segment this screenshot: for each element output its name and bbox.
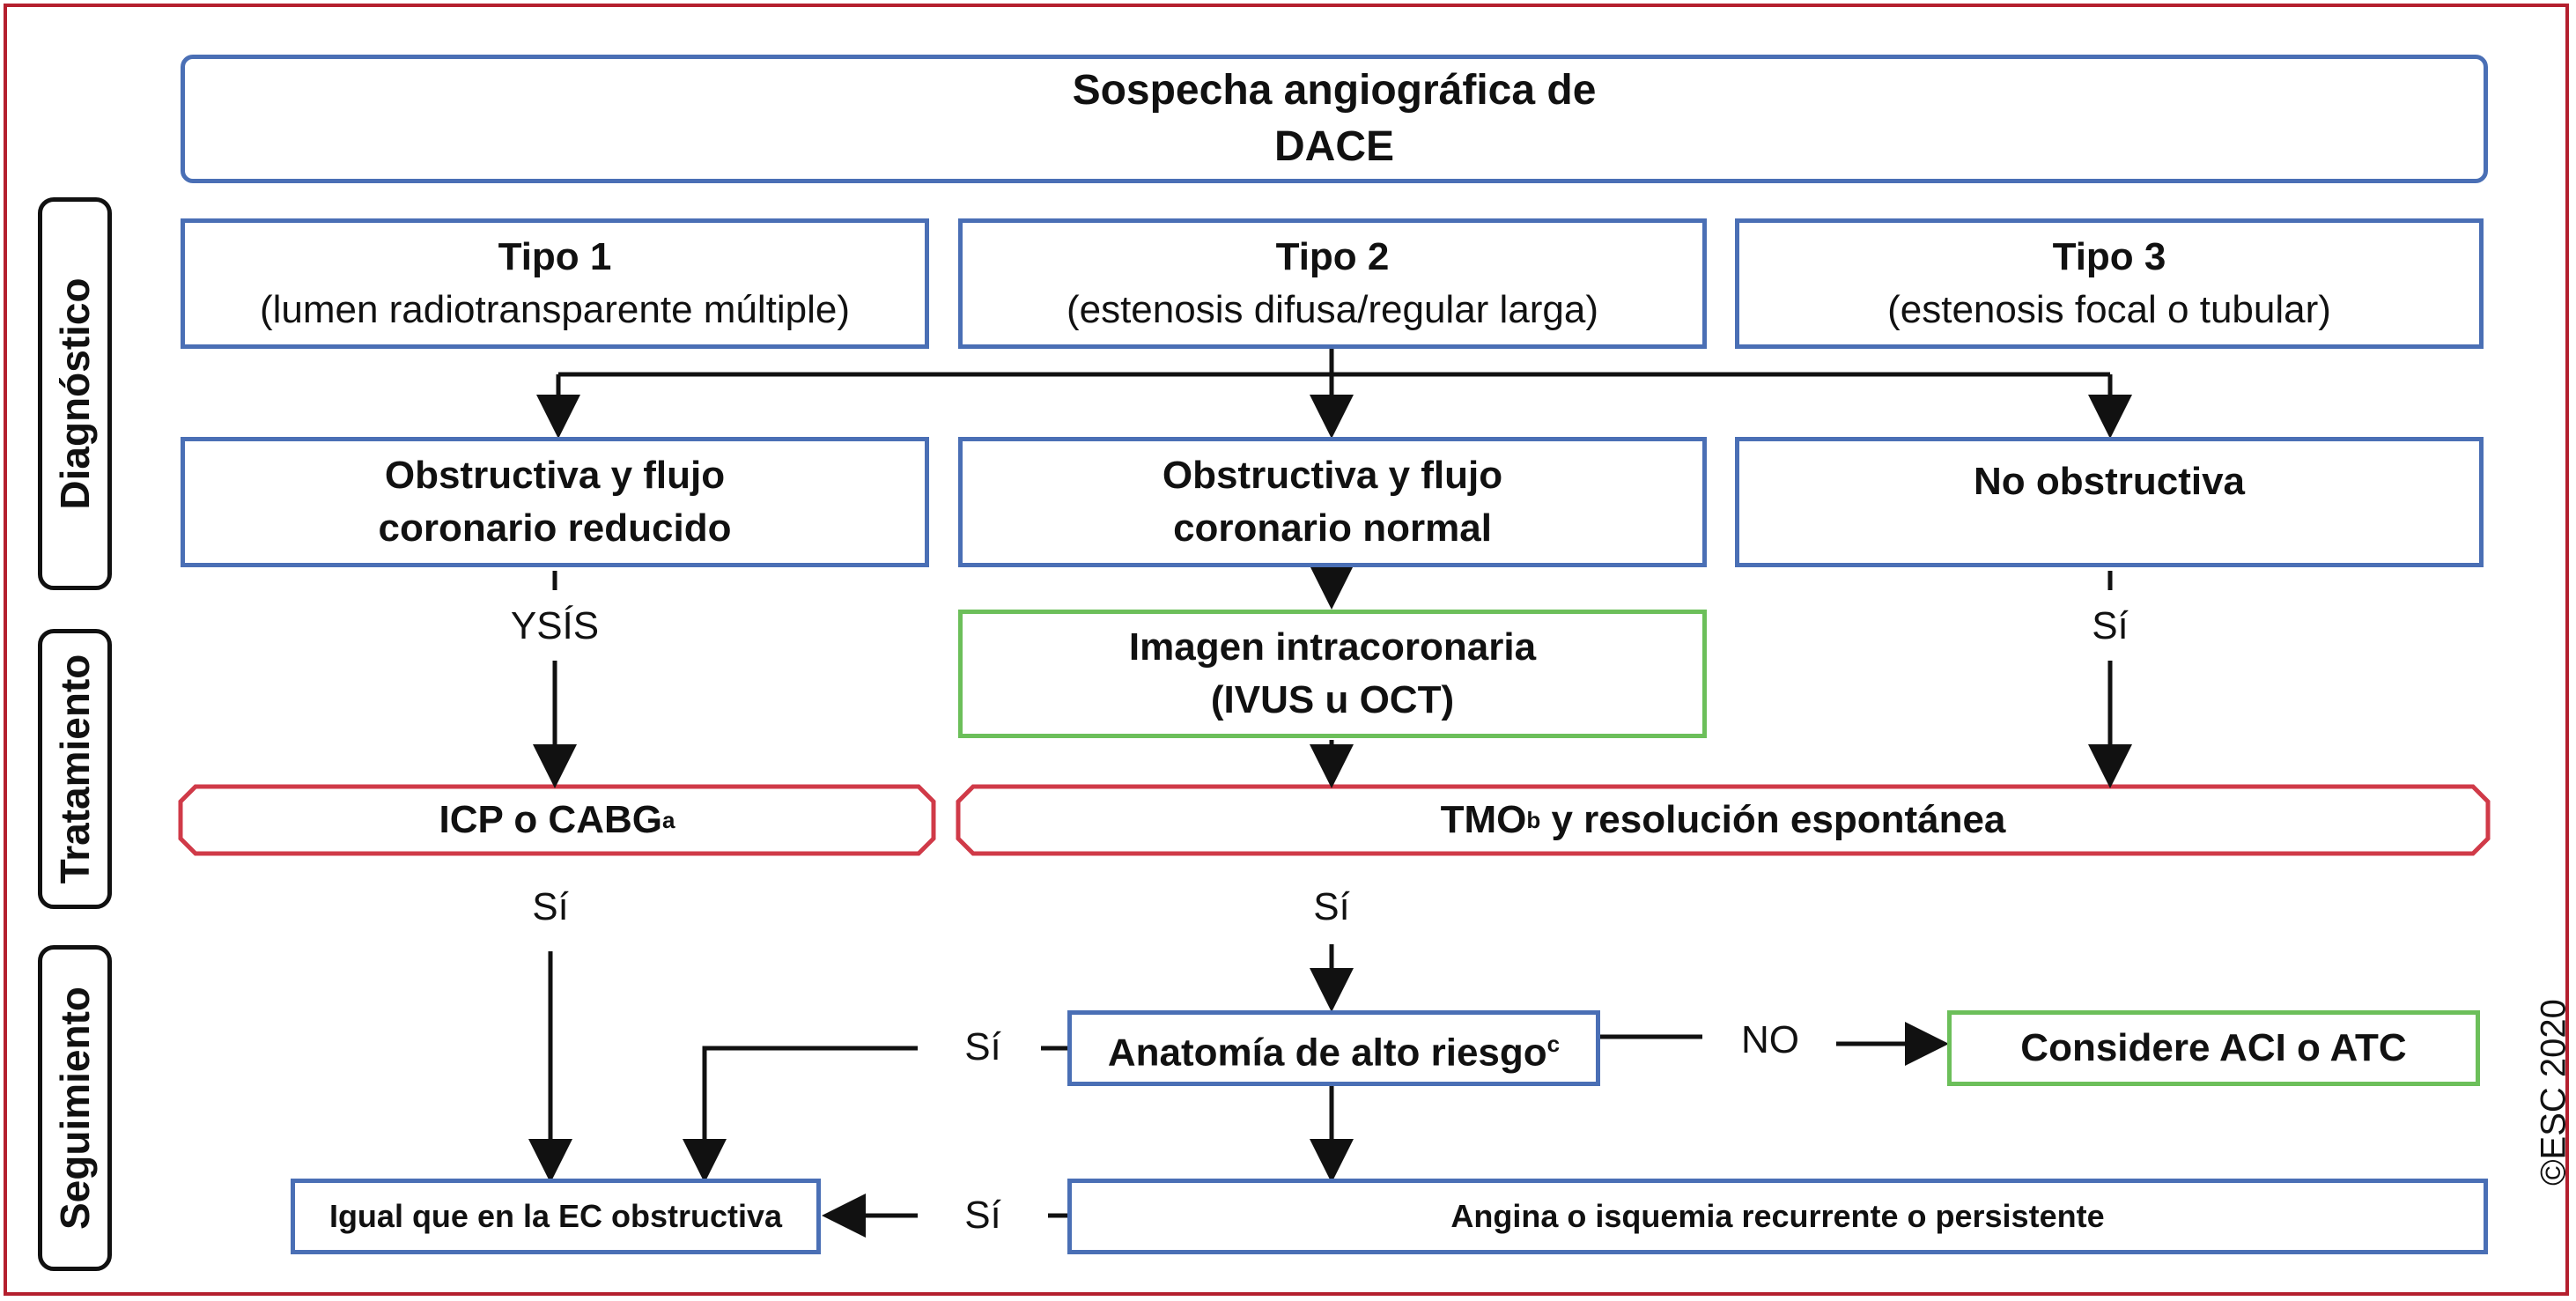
angina-box: Angina o isquemia recurrente o persisten… [1067, 1179, 2488, 1254]
title-line1: Sospecha angiográfica de [1072, 67, 1597, 114]
yes-label-omt: Sí [1313, 885, 1350, 928]
non-obstructive-box: No obstructiva [1735, 437, 2484, 567]
flow-normal-line2: coronario normal [1173, 506, 1492, 550]
omt-label: TMO [1440, 798, 1527, 841]
omt-box-shape [956, 784, 2491, 856]
imaging-line2: (IVUS u OCT) [1210, 678, 1455, 721]
outer-frame [4, 4, 2569, 1296]
type3-box: Tipo 3 (estenosis focal o tubular) [1735, 218, 2484, 349]
imaging-box: Imagen intracoronaria (IVUS u OCT) [958, 610, 1707, 738]
flow-reduced-line2: coronario reducido [378, 506, 732, 550]
non-obstructive-label: No obstructiva [1973, 460, 2246, 503]
flow-normal-box: Obstructiva y flujo coronario normal [958, 437, 1707, 567]
type2-box: Tipo 2 (estenosis difusa/regular larga) [958, 218, 1707, 349]
high-risk-box: Anatomía de alto riesgoc [1067, 1010, 1600, 1086]
type3-desc: (estenosis focal o tubular) [1887, 288, 2331, 331]
flow-normal-line1: Obstructiva y flujo [1162, 454, 1503, 497]
phase-treatment-label: Tratamiento [52, 654, 98, 884]
type3-name: Tipo 3 [2052, 235, 2166, 278]
consider-label: Considere ACI o ATC [2020, 1026, 2407, 1069]
copyright-text: ©ESC 2020 [2534, 999, 2573, 1186]
flow-reduced-box: Obstructiva y flujo coronario reducido [181, 437, 929, 567]
type2-desc: (estenosis difusa/regular larga) [1066, 288, 1599, 331]
phase-diagnosis-label: Diagnóstico [52, 277, 98, 510]
type2-name: Tipo 2 [1275, 235, 1390, 278]
phase-followup: Seguimiento [38, 945, 112, 1271]
yes-label-highrisk: Sí [964, 1025, 1001, 1068]
title-box: Sospecha angiográfica de DACE [181, 55, 2488, 183]
imaging-line1: Imagen intracoronaria [1128, 625, 1537, 669]
phase-diagnosis: Diagnóstico [38, 197, 112, 590]
yes-label-col3: Sí [2092, 604, 2129, 647]
type1-name: Tipo 1 [498, 235, 612, 278]
yes-label-pci: Sí [532, 885, 569, 928]
pci-cabg-label: ICP o CABG [439, 798, 662, 841]
angina-label: Angina o isquemia recurrente o persisten… [1450, 1198, 2105, 1234]
type1-desc: (lumen radiotransparente múltiple) [259, 288, 851, 331]
no-label: NO [1741, 1018, 1799, 1061]
consider-box: Considere ACI o ATC [1947, 1010, 2480, 1086]
yes-label-col1: YSÍS [510, 604, 600, 647]
pci-cabg-footnote: a [661, 806, 675, 833]
flow-reduced-line1: Obstructiva y flujo [384, 454, 726, 497]
omt-suffix: y resolución espontánea [1540, 798, 2006, 841]
same-as-label: Igual que en la EC obstructiva [328, 1198, 783, 1234]
phase-treatment: Tratamiento [38, 629, 112, 909]
phase-followup-label: Seguimiento [52, 986, 98, 1231]
pci-box-shape [178, 784, 936, 856]
yes-label-angina: Sí [964, 1194, 1001, 1237]
high-risk-label: Anatomía de alto riesgo [1107, 1031, 1547, 1075]
title-line2: DACE [1273, 123, 1394, 170]
type1-box: Tipo 1 (lumen radiotransparente múltiple… [181, 218, 929, 349]
high-risk-footnote: c [1546, 1030, 1561, 1057]
omt-footnote: b [1526, 806, 1541, 833]
same-as-box: Igual que en la EC obstructiva [291, 1179, 821, 1254]
